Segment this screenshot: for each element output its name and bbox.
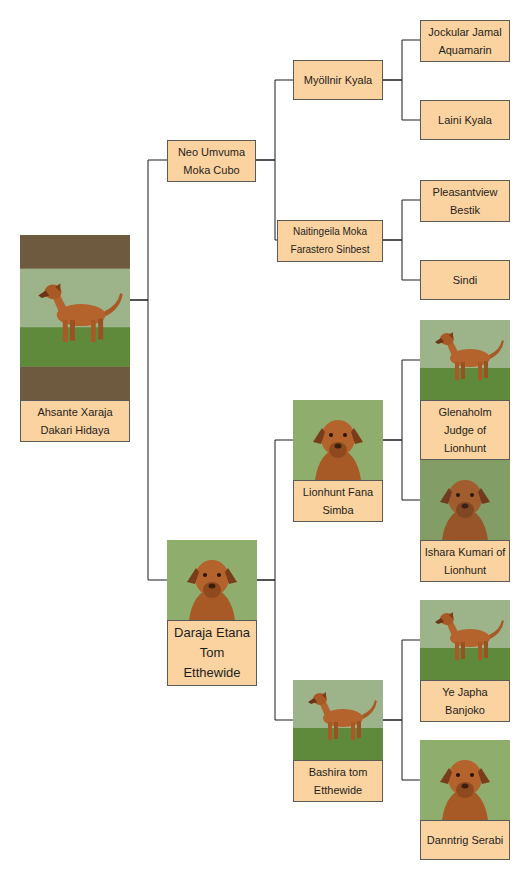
name-box: Glenaholm Judge of Lionhunt [420, 400, 510, 460]
pedigree-line [383, 640, 420, 720]
dog-name: Daraja Etana Tom Etthewide [171, 623, 253, 683]
photo-space [293, 400, 383, 480]
pedigree-line [383, 80, 420, 120]
pedigree-node: Jockular Jamal Aquamarin [420, 20, 510, 62]
photo-space [420, 460, 510, 540]
dog-photo [293, 400, 383, 480]
dog-name: Ye Japha Banjoko [424, 683, 506, 719]
dog-name: Ishara Kumari of Lionhunt [424, 543, 506, 579]
dog-name: Bashira tom Etthewide [297, 763, 379, 799]
dog-name: Naitingeila Moka Farastero Sinbest [281, 223, 379, 259]
dog-photo [293, 680, 383, 760]
dog-photo [20, 269, 130, 367]
name-box: Bashira tom Etthewide [293, 760, 383, 802]
pedigree-node: Daraja Etana Tom Etthewide [167, 540, 257, 686]
pedigree-line [130, 160, 167, 300]
dog-name: Myöllnir Kyala [297, 71, 379, 89]
dog-name: Laini Kyala [424, 111, 506, 129]
pedigree-line [383, 240, 420, 280]
pedigree-node: Naitingeila Moka Farastero Sinbest [277, 220, 383, 262]
name-box: Jockular Jamal Aquamarin [420, 20, 510, 62]
dog-name: Lionhunt Fana Simba [297, 483, 379, 519]
dog-name: Neo Umvuma Moka Cubo [171, 143, 252, 179]
dog-name: Ahsante Xaraja Dakari Hidaya [24, 403, 126, 439]
pedigree-node: Sindi [420, 260, 510, 300]
pedigree-node: Ahsante Xaraja Dakari Hidaya [20, 235, 130, 442]
photo-space [293, 680, 383, 760]
pedigree-line [383, 720, 420, 780]
dog-name: Danntrig Serabi [424, 831, 506, 849]
name-box: Ishara Kumari of Lionhunt [420, 540, 510, 582]
name-box: Daraja Etana Tom Etthewide [167, 620, 257, 686]
pedigree-node: Myöllnir Kyala [293, 60, 383, 100]
dog-photo [420, 600, 510, 680]
pedigree-node: Danntrig Serabi [420, 740, 510, 860]
photo-space [420, 320, 510, 400]
photo-space [167, 540, 257, 620]
name-box: Neo Umvuma Moka Cubo [167, 140, 256, 182]
photo-space [20, 235, 130, 400]
dog-photo [420, 320, 510, 400]
name-box: Ye Japha Banjoko [420, 680, 510, 722]
photo-frame [20, 235, 130, 400]
name-box: Sindi [420, 260, 510, 300]
pedigree-line [383, 440, 420, 500]
pedigree-line [256, 160, 277, 240]
dog-photo [167, 540, 257, 620]
pedigree-node: Pleasantview Bestik [420, 180, 510, 222]
dog-photo [420, 740, 510, 820]
pedigree-node: Bashira tom Etthewide [293, 680, 383, 802]
pedigree-node: Ye Japha Banjoko [420, 600, 510, 722]
dog-name: Glenaholm Judge of Lionhunt [424, 403, 506, 457]
name-box: Danntrig Serabi [420, 820, 510, 860]
photo-space [420, 740, 510, 820]
pedigree-line [383, 40, 420, 80]
pedigree-node: Laini Kyala [420, 100, 510, 140]
pedigree-node: Neo Umvuma Moka Cubo [167, 140, 256, 182]
pedigree-node: Ishara Kumari of Lionhunt [420, 460, 510, 582]
photo-space [420, 600, 510, 680]
pedigree-line [257, 580, 293, 720]
name-box: Pleasantview Bestik [420, 180, 510, 222]
pedigree-line [257, 440, 293, 580]
dog-photo [420, 460, 510, 540]
pedigree-line [130, 300, 167, 580]
name-box: Ahsante Xaraja Dakari Hidaya [20, 400, 130, 442]
name-box: Naitingeila Moka Farastero Sinbest [277, 220, 383, 262]
dog-name: Sindi [424, 271, 506, 289]
pedigree-node: Lionhunt Fana Simba [293, 400, 383, 522]
name-box: Myöllnir Kyala [293, 60, 383, 100]
pedigree-node: Glenaholm Judge of Lionhunt [420, 320, 510, 460]
name-box: Laini Kyala [420, 100, 510, 140]
dog-name: Pleasantview Bestik [424, 183, 506, 219]
pedigree-line [256, 80, 293, 160]
photo-frame [420, 460, 510, 540]
pedigree-line [383, 200, 420, 240]
dog-name: Jockular Jamal Aquamarin [424, 23, 506, 59]
name-box: Lionhunt Fana Simba [293, 480, 383, 522]
pedigree-line [383, 360, 420, 440]
